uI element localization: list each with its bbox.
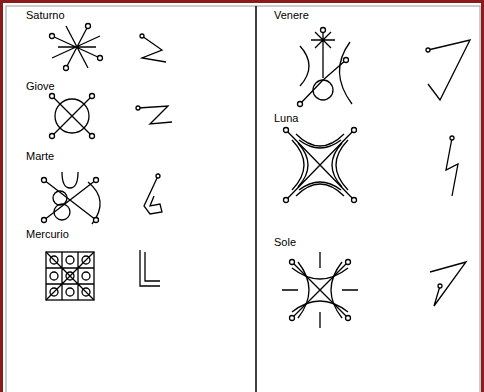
mars-seal (42, 172, 101, 224)
planet-name: Marte (26, 150, 54, 162)
inner-frame (6, 6, 480, 392)
planet-name: Mercurio (26, 228, 69, 240)
sun-seal (282, 252, 358, 328)
sun-sign (430, 262, 466, 306)
planet-name: Saturno (26, 9, 65, 21)
jupiter-seal (50, 94, 95, 139)
planet-name: Giove (26, 80, 55, 92)
planet-name: Luna (274, 112, 298, 124)
saturn-sign (142, 36, 166, 62)
moon-sign (446, 138, 458, 196)
planet-name: Venere (274, 9, 309, 21)
mars-sign (144, 176, 162, 214)
venus-seal (298, 28, 353, 107)
planet-name: Sole (274, 236, 296, 248)
venus-sign (428, 40, 470, 100)
mercury-sign (140, 250, 160, 286)
moon-seal (284, 128, 357, 203)
jupiter-sign (138, 106, 172, 124)
mercury-seal (46, 252, 94, 300)
saturn-seal (50, 24, 103, 71)
column-divider (255, 6, 257, 392)
